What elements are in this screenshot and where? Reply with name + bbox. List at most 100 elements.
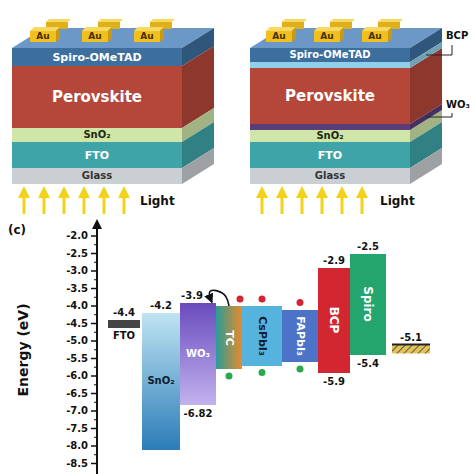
light-arrow [281,192,284,214]
axis-tick [91,340,97,342]
electrode-pad: Au [266,31,292,42]
layer-band: SnO₂ [12,128,182,142]
energy-value: -3.9 [181,290,203,301]
energy-bar: BCP [318,268,350,373]
layer-band: SnO₂ [250,130,410,142]
layer-top [12,28,214,48]
light-label: Light [380,195,415,208]
light-arrow [301,192,304,214]
energy-value: -4.2 [150,300,172,311]
tick-label: -6.0 [52,370,88,381]
panel-label: (c) [8,224,26,237]
axis-tick [91,375,97,377]
tick-label: -6.5 [52,388,88,399]
light-arrow [23,192,26,214]
axis-tick [91,323,97,325]
node-text: Au [88,32,101,41]
layer-band: Spiro-OMeTAD [250,48,410,62]
node-text: Au [36,32,49,41]
light-arrow [361,192,364,214]
node-text: SnO₂ [316,131,343,141]
node-text: Spiro [362,286,374,322]
electrode-pad [378,19,403,22]
axis-tick [91,358,97,360]
node-text: TC [224,330,235,346]
node-text: SnO₂ [147,376,174,386]
axis-tick [94,384,97,385]
node-text: WO₃ [186,349,210,359]
carrier-dot [297,299,304,306]
axis-tick [94,262,97,263]
light-arrow [103,192,106,214]
axis-tick [94,419,97,420]
layer-band: Spiro-OMeTAD [12,48,182,66]
light-arrow [123,192,126,214]
axis-tick [91,445,97,447]
leader-line [426,113,452,117]
axis-tick [94,332,97,333]
electrode-pad: Au [30,31,56,42]
node-text: SnO₂ [83,130,110,140]
layer-band: Glass [12,168,182,184]
tick-label: -7.0 [52,405,88,416]
axis-tick [94,402,97,403]
axis-tick [94,349,97,350]
node-text: FTO [85,150,109,161]
energy-bar: Spiro [350,254,386,356]
node-text: Au [368,32,381,41]
layer-side [410,148,442,184]
axis-tick [91,235,97,237]
energy-level [392,344,430,346]
electrode-pad [160,27,164,42]
axis-tick [94,279,97,280]
tick-label: -3.0 [52,265,88,276]
electrode-pad [292,27,296,42]
electrode-pad: Au [82,31,108,42]
tick-label: -3.5 [52,283,88,294]
tick-label: -8.5 [52,458,88,469]
electrode-pad [330,19,355,22]
axis-title: Energy (eV) [16,303,31,396]
layer-label: WO₃ [446,99,470,110]
tick-label: -4.5 [52,318,88,329]
axis-tick [91,410,97,412]
electrode-pad: Au [134,31,160,42]
node-text: CsPbI₃ [257,316,268,355]
node-text: BCP [328,307,340,334]
node-text: Au [140,32,153,41]
node-text: Perovskite [52,90,142,105]
energy-value: -5.1 [400,332,422,343]
electrode-pad: Au [362,31,388,42]
electrode-pad [340,27,344,42]
tick-label: -2.0 [52,230,88,241]
layer-band: FTO [12,142,182,168]
tick-label: -2.5 [52,248,88,259]
carrier-dot [237,296,244,303]
tick-label: -8.0 [52,440,88,451]
energy-value: -4.4 [113,307,135,318]
energy-value: -6.82 [184,408,213,419]
electrode-pad [282,19,307,22]
energy-value: -2.9 [323,255,345,266]
tick-label: -5.0 [52,335,88,346]
layer-band: Perovskite [250,68,410,124]
axis-tick [94,437,97,438]
layer-top [250,28,442,48]
node-text: FTO [113,331,135,341]
axis-tick [91,305,97,307]
layer-band: Glass [250,168,410,184]
carrier-dot [297,366,304,373]
layer-band: FTO [250,142,410,168]
axis-tick [94,454,97,455]
axis-tick [91,270,97,272]
electrode-pad [388,27,392,42]
light-arrow [83,192,86,214]
light-arrow [63,192,66,214]
energy-value: -5.9 [323,376,345,387]
axis-tick [91,393,97,395]
axis-tick [91,428,97,430]
node-text: FAPbI₃ [295,316,306,356]
axis-tick [94,244,97,245]
energy-bar: CsPbI₃ [242,306,282,366]
node-text: Au [320,32,333,41]
